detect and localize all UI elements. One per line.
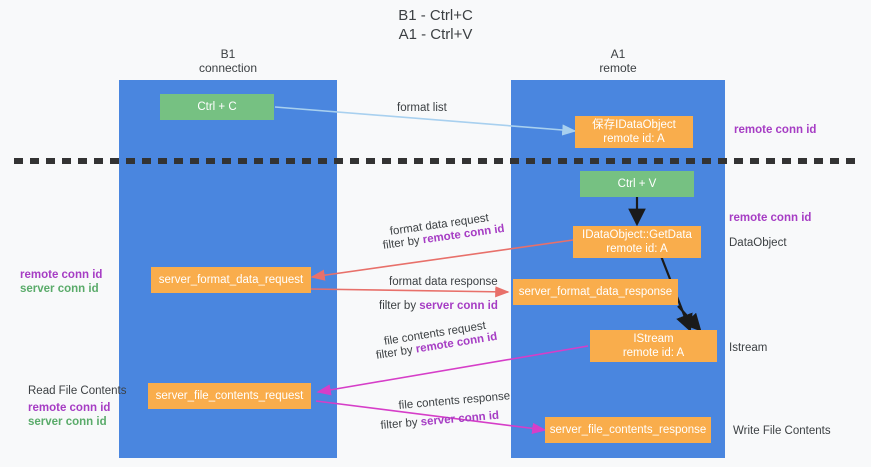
- box-server-format-data-request[interactable]: server_format_data_request: [151, 267, 311, 293]
- arrow-file-contents-response: [315, 400, 547, 434]
- annotation-write-file-contents: Write File Contents: [733, 425, 831, 437]
- annotation-remote-conn-id-top: remote conn id: [734, 124, 817, 136]
- annotation-istream: Istream: [729, 342, 768, 354]
- annotation-dataobject: DataObject: [729, 237, 787, 249]
- arrow-file-contents-request: [316, 345, 589, 396]
- arrow-format-data-response: [309, 286, 510, 298]
- annotation-remote-conn-id-mid: remote conn id: [729, 212, 812, 224]
- box-ctrl-v[interactable]: Ctrl + V: [580, 171, 694, 197]
- annotation-read-file-contents: Read File Contents: [28, 385, 127, 397]
- arrow-label-format-data-response-filter: filter by server conn id: [379, 299, 498, 314]
- box-server-file-contents-request[interactable]: server_file_contents_request: [148, 383, 311, 409]
- box-server-format-data-response[interactable]: server_format_data_response: [513, 279, 678, 305]
- arrow-label-format-list: format list: [397, 102, 447, 114]
- column-header-a1: A1 remote: [599, 47, 637, 75]
- box-server-file-contents-response[interactable]: server_file_contents_response: [545, 417, 711, 443]
- arrow-format-data-request: [310, 239, 574, 281]
- page-title: B1 - Ctrl+C A1 - Ctrl+V: [398, 7, 473, 43]
- annotation-left-remote-conn-id-bottom: remote conn id: [28, 402, 111, 414]
- box-istream[interactable]: IStream remote id: A: [590, 330, 717, 362]
- box-save-idataobject[interactable]: 保存IDataObject remote id: A: [575, 116, 693, 148]
- annotation-left-server-conn-id-bottom: server conn id: [28, 416, 107, 428]
- arrow-format-list: [274, 106, 577, 136]
- arrow-label-format-data-response: format data response: [389, 276, 498, 288]
- column-header-b1: B1 connection: [198, 47, 258, 75]
- annotation-left-server-conn-id-mid: server conn id: [20, 283, 99, 295]
- filter-value-server-conn-id: server conn id: [419, 300, 498, 312]
- filter-prefix-text: filter by: [379, 300, 420, 312]
- annotation-left-remote-conn-id-mid: remote conn id: [20, 269, 103, 281]
- filter-prefix-text: filter by: [380, 416, 422, 432]
- box-ctrl-c[interactable]: Ctrl + C: [160, 94, 274, 120]
- box-idataobject-getdata[interactable]: IDataObject::GetData remote id: A: [573, 226, 701, 258]
